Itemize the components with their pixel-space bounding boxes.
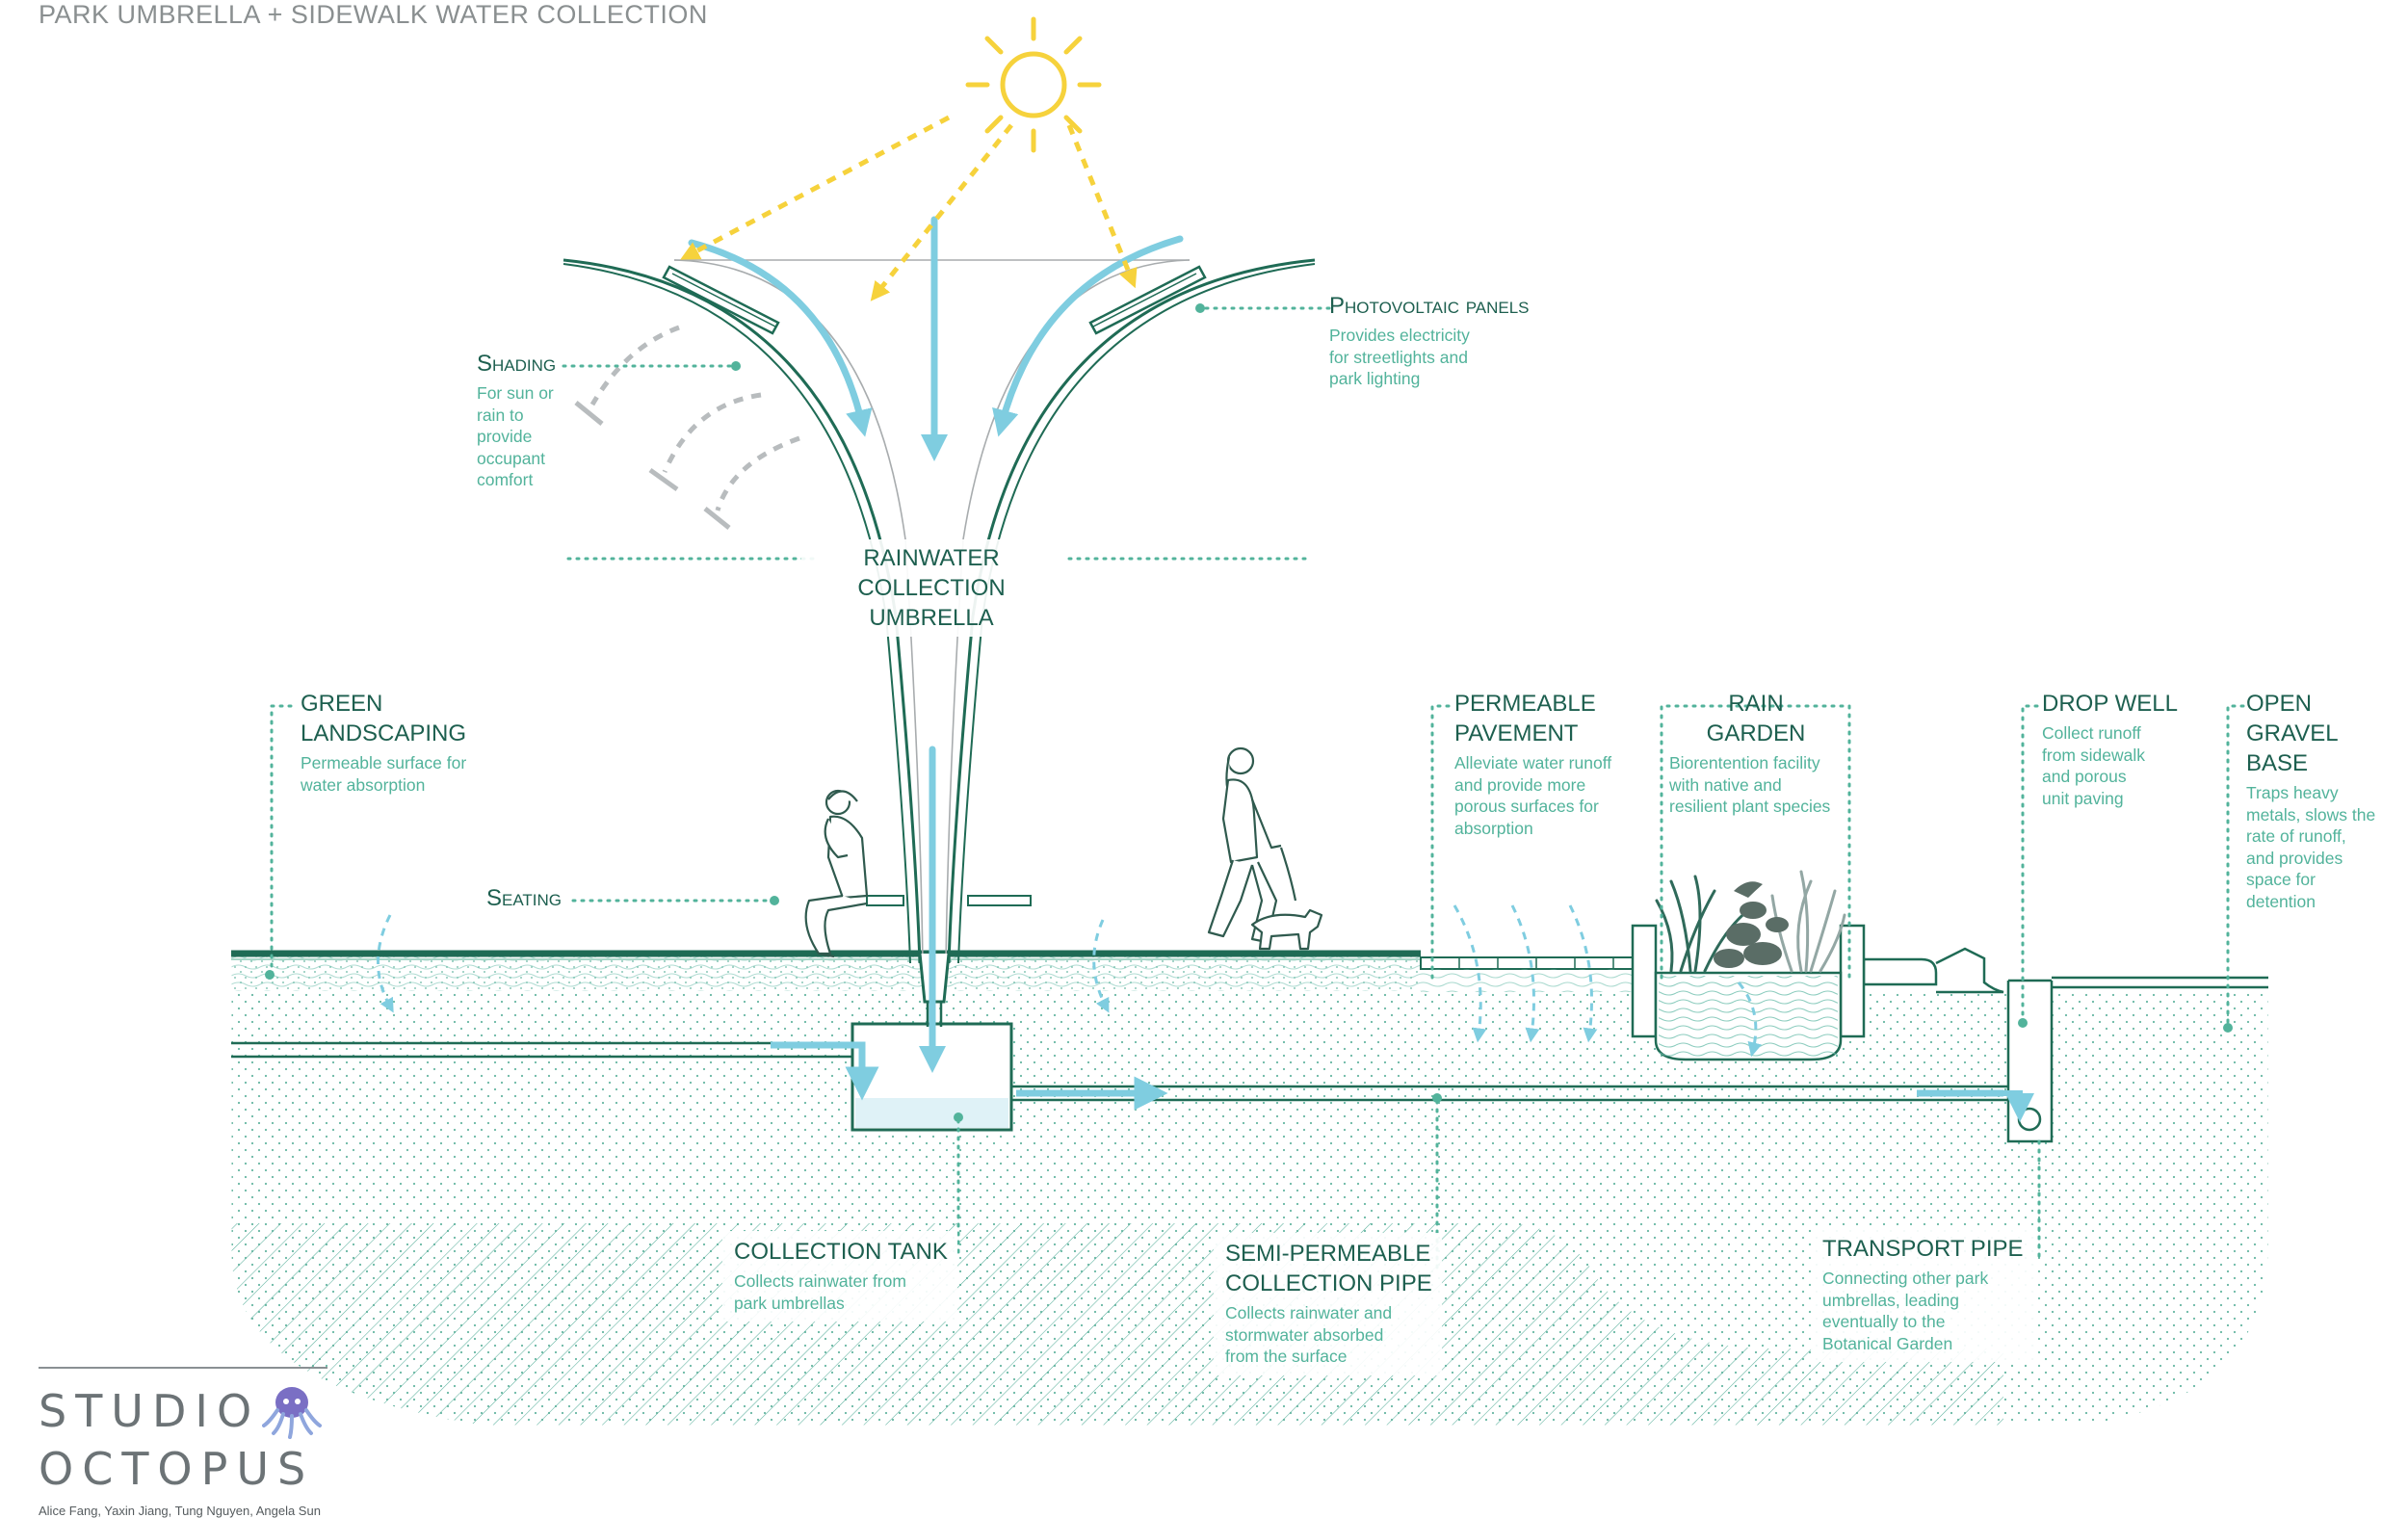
infiltration-arrows [377,904,1763,1058]
label-seating: Seating [486,885,563,911]
label-shading: Shading For sun or rain to provide occup… [477,350,556,491]
photovoltaic-panel-right [1088,265,1207,335]
rain-garden-section [1631,924,1866,1061]
bench-left [866,895,904,906]
label-photovoltaic-panels: Photovoltaic panels Provides electricity… [1329,292,1530,390]
label-semi-permeable-collection-pipe: SEMI-PERMEABLE COLLECTION PIPE Collects … [1214,1233,1442,1375]
diagram-title: PARK UMBRELLA + SIDEWALK WATER COLLECTIO… [39,0,708,29]
photovoltaic-heading: Photovoltaic panels [1329,293,1530,319]
label-open-gravel-base: OPEN GRAVEL BASE Traps heavy metals, slo… [2246,691,2376,911]
shading-description: For sun or rain to provide occupant comf… [477,383,554,489]
label-rain-garden: RAIN GARDEN Biorentention facility with … [1669,691,1831,816]
rainwater-umbrella [563,258,1316,1027]
transport-pipe-shape [2017,1107,2042,1132]
rain-flow-arrows [688,216,1184,1073]
permeable-pavement-surface [1420,956,1634,992]
rain-garden-plants-icon [1655,870,1846,973]
person-seated-icon [804,789,869,958]
octopus-logo-icon [262,1387,322,1439]
photovoltaic-panel-left [662,265,780,335]
credits: Alice Fang, Yaxin Jiang, Tung Nguyen, An… [39,1504,321,1518]
label-green-landscaping: GREEN LANDSCAPING Permeable surface for … [301,691,467,795]
label-collection-tank: COLLECTION TANK Collects rainwater from … [722,1231,957,1322]
shading-heading: Shading [477,351,557,377]
shading-rays [574,325,800,530]
photovoltaic-description: Provides electricity for streetlights an… [1329,326,1470,388]
person-walking-dog-icon [1207,746,1323,951]
bench-right [967,895,1032,906]
label-rainwater-umbrella: RAINWATER COLLECTION UMBRELLA [801,539,1061,637]
label-permeable-pavement: PERMEABLE PAVEMENT Alleviate water runof… [1454,691,1612,838]
brand-line-1: STUDIO [39,1385,261,1437]
sun-icon [965,16,1102,153]
brand-line-2: OCTOPUS [39,1443,315,1495]
leader-dots [265,303,2233,1122]
brand-divider [39,1367,327,1369]
sun-ray-arrows [680,115,1138,301]
label-drop-well: DROP WELL Collect runoff from sidewalk a… [2042,691,2178,808]
label-transport-pipe: TRANSPORT PIPE Connecting other park umb… [1811,1228,2033,1362]
leader-lines [270,306,2251,1273]
